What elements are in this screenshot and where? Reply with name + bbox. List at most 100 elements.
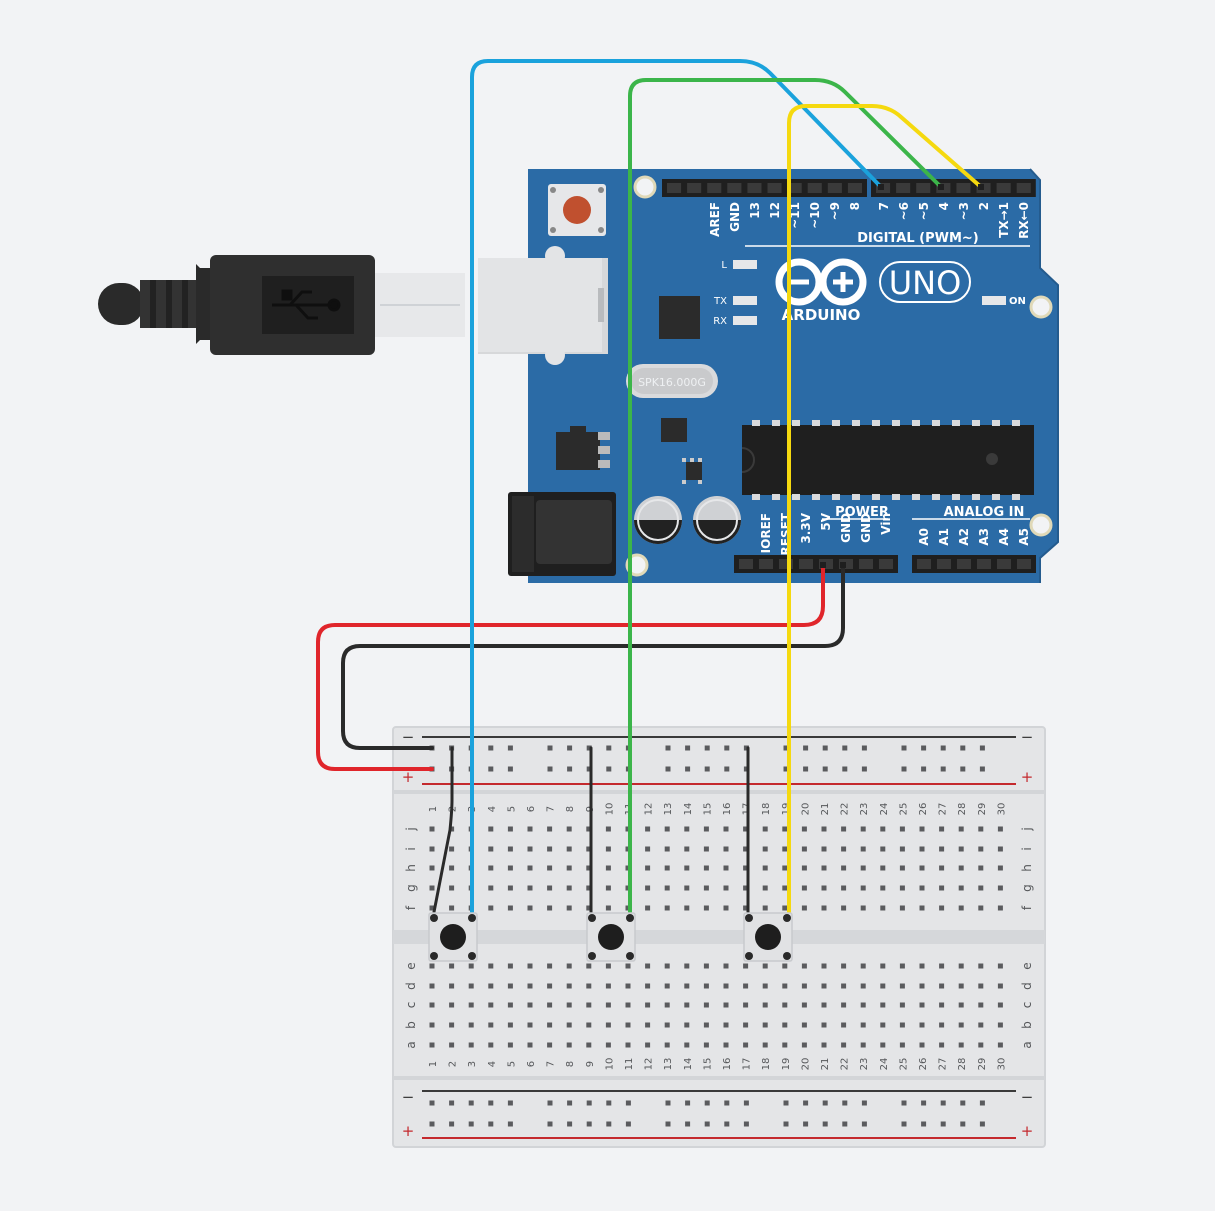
breadboard-hole[interactable] [921,766,927,772]
breadboard[interactable]: −−++−−++11223344556677889910101111121213… [392,726,1046,1148]
breadboard-hole[interactable] [429,846,435,852]
digital-header-socket[interactable] [667,183,682,193]
breadboard-hole[interactable] [645,1002,651,1008]
breadboard-hole[interactable] [921,1100,927,1106]
breadboard-hole[interactable] [488,826,494,832]
breadboard-hole[interactable] [566,1002,572,1008]
breadboard-hole[interactable] [783,1121,789,1127]
breadboard-hole[interactable] [527,963,533,969]
breadboard-hole[interactable] [841,846,847,852]
breadboard-hole[interactable] [880,846,886,852]
breadboard-hole[interactable] [724,766,730,772]
breadboard-hole[interactable] [997,1042,1003,1048]
breadboard-hole[interactable] [841,983,847,989]
breadboard-hole[interactable] [527,1002,533,1008]
breadboard-hole[interactable] [606,1100,612,1106]
breadboard-hole[interactable] [940,1100,946,1106]
breadboard-hole[interactable] [743,745,749,751]
breadboard-hole[interactable] [449,1022,455,1028]
breadboard-hole[interactable] [488,766,494,772]
breadboard-hole[interactable] [880,826,886,832]
breadboard-hole[interactable] [684,963,690,969]
breadboard-hole[interactable] [861,1121,867,1127]
breadboard-hole[interactable] [960,1100,966,1106]
breadboard-hole[interactable] [449,1002,455,1008]
breadboard-hole[interactable] [880,885,886,891]
breadboard-hole[interactable] [919,905,925,911]
digital-header-socket[interactable] [707,183,722,193]
breadboard-hole[interactable] [566,826,572,832]
power-header-socket[interactable] [759,559,773,569]
breadboard-hole[interactable] [743,846,749,852]
analog-header[interactable] [912,555,1036,573]
breadboard-hole[interactable] [880,865,886,871]
breadboard-hole[interactable] [449,846,455,852]
breadboard-hole[interactable] [723,885,729,891]
breadboard-hole[interactable] [958,1002,964,1008]
breadboard-hole[interactable] [684,865,690,871]
breadboard-hole[interactable] [429,1121,435,1127]
breadboard-hole[interactable] [566,1022,572,1028]
breadboard-hole[interactable] [939,1002,945,1008]
breadboard-hole[interactable] [605,1002,611,1008]
breadboard-hole[interactable] [605,1022,611,1028]
breadboard-hole[interactable] [821,846,827,852]
breadboard-hole[interactable] [547,1121,553,1127]
breadboard-hole[interactable] [527,1022,533,1028]
breadboard-hole[interactable] [842,766,848,772]
breadboard-hole[interactable] [703,983,709,989]
digital-header-socket[interactable] [847,183,862,193]
breadboard-hole[interactable] [507,963,513,969]
breadboard-hole[interactable] [939,1022,945,1028]
breadboard-hole[interactable] [860,865,866,871]
breadboard-hole[interactable] [468,983,474,989]
breadboard-hole[interactable] [429,1022,435,1028]
breadboard-hole[interactable] [547,826,553,832]
breadboard-hole[interactable] [821,1002,827,1008]
wire-pin2-yellow[interactable] [787,104,983,914]
breadboard-hole[interactable] [743,885,749,891]
breadboard-hole[interactable] [625,963,631,969]
breadboard-hole[interactable] [488,1121,494,1127]
breadboard-hole[interactable] [547,1042,553,1048]
digital-header-socket[interactable] [767,183,782,193]
breadboard-hole[interactable] [703,865,709,871]
breadboard-hole[interactable] [782,1022,788,1028]
analog-header-socket[interactable] [917,559,931,569]
analog-header-socket[interactable] [937,559,951,569]
breadboard-hole[interactable] [449,983,455,989]
breadboard-hole[interactable] [664,1042,670,1048]
breadboard-hole[interactable] [547,983,553,989]
breadboard-hole[interactable] [429,905,435,911]
breadboard-hole[interactable] [822,766,828,772]
breadboard-hole[interactable] [841,963,847,969]
breadboard-hole[interactable] [664,846,670,852]
breadboard-hole[interactable] [507,846,513,852]
breadboard-hole[interactable] [782,846,788,852]
breadboard-hole[interactable] [762,1002,768,1008]
breadboard-hole[interactable] [801,1042,807,1048]
breadboard-hole[interactable] [665,766,671,772]
breadboard-hole[interactable] [645,963,651,969]
breadboard-hole[interactable] [586,1121,592,1127]
breadboard-hole[interactable] [488,865,494,871]
breadboard-hole[interactable] [821,885,827,891]
breadboard-hole[interactable] [762,983,768,989]
breadboard-hole[interactable] [801,826,807,832]
breadboard-hole[interactable] [880,1002,886,1008]
breadboard-hole[interactable] [449,865,455,871]
breadboard-hole[interactable] [684,1022,690,1028]
power-header-socket[interactable] [859,559,873,569]
breadboard-hole[interactable] [488,1002,494,1008]
breadboard-hole[interactable] [978,983,984,989]
breadboard-hole[interactable] [958,1022,964,1028]
breadboard-hole[interactable] [488,905,494,911]
breadboard-hole[interactable] [842,745,848,751]
breadboard-hole[interactable] [782,826,788,832]
breadboard-hole[interactable] [919,1002,925,1008]
breadboard-hole[interactable] [664,865,670,871]
breadboard-hole[interactable] [527,846,533,852]
breadboard-hole[interactable] [821,1042,827,1048]
breadboard-hole[interactable] [567,1100,573,1106]
breadboard-hole[interactable] [586,766,592,772]
